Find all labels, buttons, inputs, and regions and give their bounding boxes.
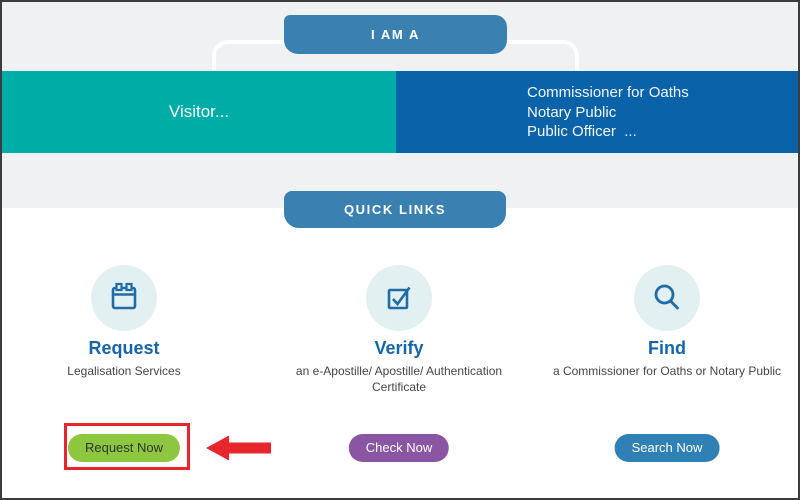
persona-option-visitor-label: Visitor...: [168, 102, 230, 121]
request-title: Request: [88, 338, 160, 358]
find-description: a Commissioner for Oaths or Notary Publi…: [552, 364, 782, 378]
verify-icon-circle: [366, 265, 432, 331]
quick-link-card-request: Request Legalisation Services Request No…: [4, 242, 244, 474]
request-now-button[interactable]: Request Now: [67, 434, 181, 462]
verify-description: an e-Apostille/ Apostille/ Authenticatio…: [295, 364, 503, 394]
quick-links-header-badge: QUICK LINKS: [284, 191, 506, 228]
find-icon-circle: [634, 265, 700, 331]
checkbox-icon: [379, 278, 419, 318]
persona-option-officer[interactable]: Commissioner for Oaths Notary Public Pub…: [396, 71, 798, 153]
officer-line-1: Commissioner for Oaths: [527, 84, 689, 101]
verify-title: Verify: [374, 338, 424, 358]
request-icon-circle: [91, 265, 157, 331]
find-title: Find: [648, 338, 686, 358]
officer-line-3: Public Officer ...: [527, 123, 637, 140]
persona-option-visitor[interactable]: Visitor...: [2, 71, 396, 153]
magnifier-icon: [647, 278, 687, 318]
search-now-button[interactable]: Search Now: [614, 434, 720, 462]
officer-line-2: Notary Public: [527, 103, 617, 121]
persona-option-officer-label: Commissioner for Oaths Notary Public Pub…: [527, 83, 689, 142]
quick-link-card-verify: Verify an e-Apostille/ Apostille/ Authen…: [279, 242, 519, 474]
check-now-button[interactable]: Check Now: [348, 434, 450, 462]
request-description: Legalisation Services: [67, 364, 181, 378]
calendar-icon: [104, 278, 144, 318]
quick-link-card-find: Find a Commissioner for Oaths or Notary …: [547, 242, 787, 474]
i-am-a-header-badge: I AM A: [284, 15, 507, 54]
